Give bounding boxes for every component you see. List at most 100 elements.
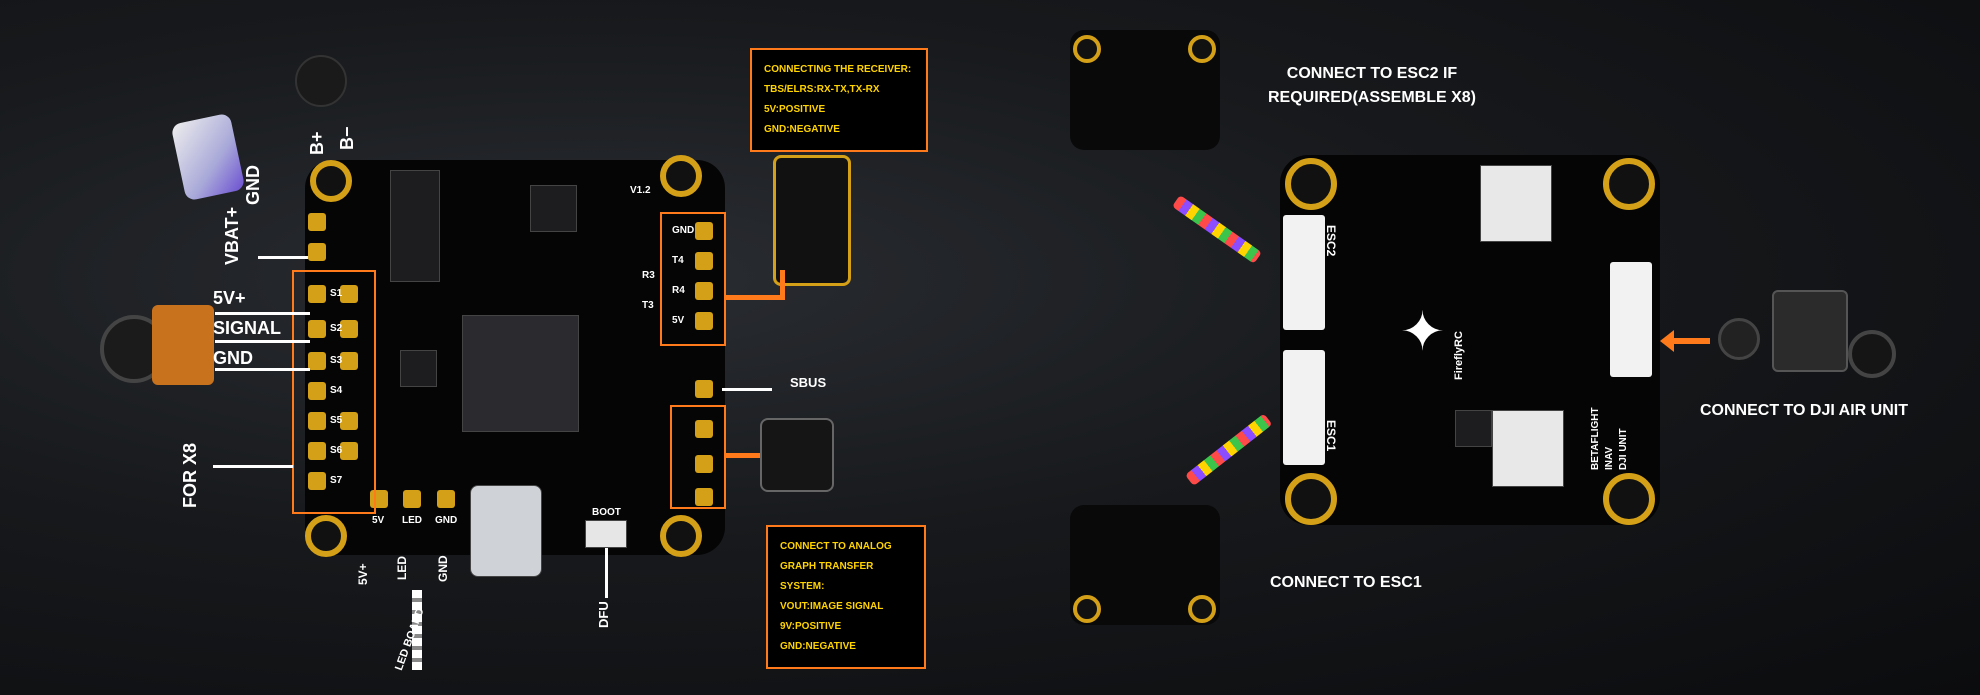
dji-arrow bbox=[1665, 338, 1710, 344]
bplus-label: B+ bbox=[307, 131, 327, 155]
silk-r-r4: R4 bbox=[672, 285, 685, 296]
silk-r-r3: R3 bbox=[642, 270, 655, 281]
silk-s4: S4 bbox=[330, 385, 343, 396]
silk-r-gnd: GND bbox=[672, 225, 695, 236]
silk-s1: S1 bbox=[330, 288, 343, 299]
pad-col2-3 bbox=[340, 352, 358, 370]
lead-dfu bbox=[605, 548, 608, 598]
lead-forx8 bbox=[213, 465, 293, 468]
dji-air-unit-icon bbox=[1772, 290, 1848, 372]
mount-hole-tl bbox=[310, 160, 352, 202]
pad-s1 bbox=[308, 285, 326, 303]
silk-r-t3: T3 bbox=[642, 300, 654, 311]
boot-label: BOOT bbox=[592, 507, 621, 518]
camera-signal-label: SIGNAL bbox=[213, 318, 282, 338]
pad-col2-5 bbox=[340, 442, 358, 460]
mount-hole-br bbox=[660, 515, 702, 557]
esc2-cable bbox=[1171, 195, 1262, 264]
baro-chip bbox=[400, 350, 437, 387]
analog-callout-line-2: GRAPH TRANSFER SYSTEM: bbox=[780, 561, 874, 592]
osd-chip bbox=[530, 185, 577, 232]
receiver-arrow-up bbox=[780, 270, 785, 300]
pad-bottom-led bbox=[403, 490, 421, 508]
dji-camera-icon bbox=[1718, 318, 1760, 360]
esc1-connector bbox=[1283, 350, 1325, 465]
esc1-hole-bl bbox=[1073, 595, 1101, 623]
silk-r-t4: T4 bbox=[672, 255, 684, 266]
forx8-label: FOR X8 bbox=[180, 442, 200, 508]
pad-r-4 bbox=[695, 312, 713, 330]
silk-inav: INAV bbox=[1604, 446, 1615, 470]
silk-bottom-5v: 5V bbox=[372, 515, 385, 526]
adapter-hole-bl bbox=[1285, 473, 1337, 525]
esc2-hole-tr bbox=[1188, 35, 1216, 63]
pad-r-3 bbox=[695, 282, 713, 300]
dji-connect-label: CONNECT TO DJI AIR UNIT bbox=[1700, 402, 1909, 419]
silk-dji-unit: DJI UNIT bbox=[1618, 428, 1629, 470]
silk-esc2: ESC2 bbox=[1324, 225, 1338, 257]
adapter-hole-tl bbox=[1285, 158, 1337, 210]
inductor-top bbox=[1480, 165, 1552, 242]
pad-s2 bbox=[308, 320, 326, 338]
esc2-connect-label: CONNECT TO ESC2 IF REQUIRED(ASSEMBLE X8) bbox=[1267, 65, 1477, 106]
camera-icon bbox=[100, 305, 220, 385]
battery-icon bbox=[170, 112, 246, 202]
esc1-cable bbox=[1185, 413, 1273, 487]
camera-5v-label: 5V+ bbox=[213, 288, 246, 308]
mount-hole-tr bbox=[660, 155, 702, 197]
logo-bird: ✦ bbox=[1399, 302, 1446, 362]
receiver-callout-line-3: 5V:POSITIVE bbox=[764, 104, 826, 115]
lead-gnd bbox=[215, 368, 310, 371]
silk-betaflight: BETAFLIGHT bbox=[1590, 407, 1601, 470]
esc2-connector bbox=[1283, 215, 1325, 330]
analog-callout: CONNECT TO ANALOG GRAPH TRANSFER SYSTEM:… bbox=[766, 525, 926, 669]
boot-button bbox=[585, 520, 627, 548]
pad-r-1 bbox=[695, 222, 713, 240]
analog-callout-line-3: VOUT:IMAGE SIGNAL bbox=[780, 601, 884, 612]
bottom-5v-label: 5V+ bbox=[356, 563, 370, 585]
lead-vbat bbox=[258, 256, 308, 259]
pad-s5 bbox=[308, 412, 326, 430]
receiver-callout-line-4: GND:NEGATIVE bbox=[764, 124, 840, 135]
dji-lens-icon bbox=[1848, 330, 1896, 378]
pad-vbat bbox=[308, 243, 326, 261]
silk-s2: S2 bbox=[330, 323, 343, 334]
pad-s4 bbox=[308, 382, 326, 400]
pad-r-7 bbox=[695, 455, 713, 473]
esc1-hole-br bbox=[1188, 595, 1216, 623]
silk-esc1: ESC1 bbox=[1324, 420, 1338, 452]
bottom-gnd-label: GND bbox=[436, 555, 450, 582]
pad-s7 bbox=[308, 472, 326, 490]
pad-r-6 bbox=[695, 420, 713, 438]
dji-adapter-board bbox=[1280, 155, 1660, 525]
receiver-callout-line-1: CONNECTING THE RECEIVER: bbox=[764, 64, 912, 75]
analog-callout-line-4: 9V:POSITIVE bbox=[780, 621, 842, 632]
silk-r-5v: 5V bbox=[672, 315, 685, 326]
inductor-bottom bbox=[1492, 410, 1564, 487]
receiver-module-icon bbox=[773, 155, 851, 286]
regulator-chip bbox=[1455, 410, 1492, 447]
receiver-callout-line-2: TBS/ELRS:RX-TX,TX-RX bbox=[764, 84, 880, 95]
camera-gnd-label: GND bbox=[213, 348, 253, 368]
pad-s6 bbox=[308, 442, 326, 460]
silk-s7: S7 bbox=[330, 475, 343, 486]
lead-sbus bbox=[722, 388, 772, 391]
analog-callout-line-1: CONNECT TO ANALOG bbox=[780, 541, 892, 552]
dji-connector bbox=[1610, 262, 1652, 377]
analog-vtx-icon bbox=[760, 418, 834, 492]
mcu-chip bbox=[462, 315, 579, 432]
dji-arrow-head bbox=[1660, 330, 1674, 352]
silk-s5: S5 bbox=[330, 415, 343, 426]
silk-brand: FireflyRC bbox=[1453, 331, 1465, 380]
pad-r-8 bbox=[695, 488, 713, 506]
pad-col2-4 bbox=[340, 412, 358, 430]
silk-bottom-led: LED bbox=[402, 515, 422, 526]
lead-5v bbox=[215, 312, 310, 315]
adapter-hole-br bbox=[1603, 473, 1655, 525]
led-board-icon bbox=[412, 590, 422, 670]
bottom-led-label: LED bbox=[395, 556, 409, 580]
orange-frame-analog bbox=[670, 405, 726, 509]
mount-hole-bl bbox=[305, 515, 347, 557]
vbat-label: VBAT+ bbox=[222, 206, 242, 265]
